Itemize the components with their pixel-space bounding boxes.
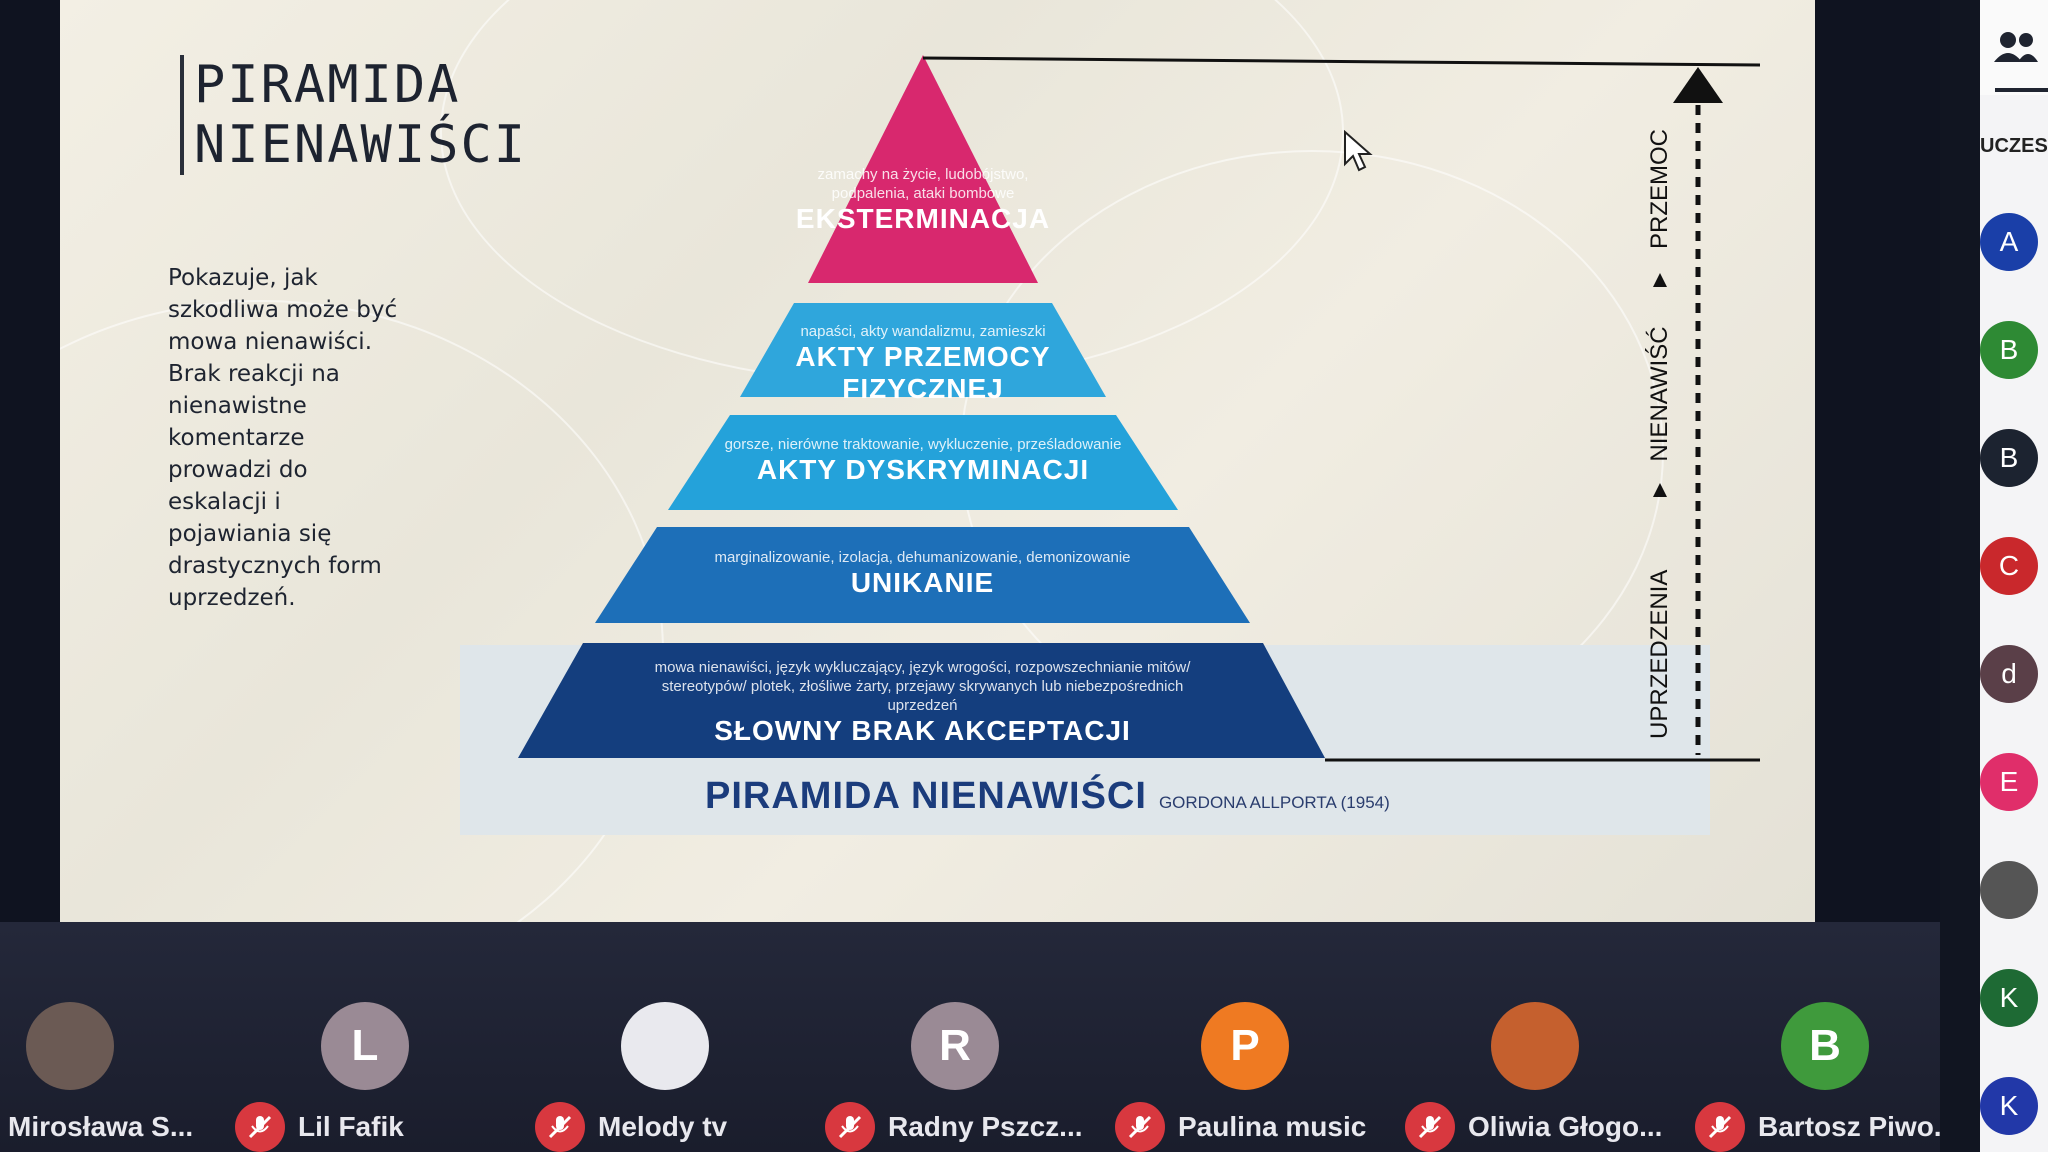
escalation-arrow-head — [1673, 67, 1723, 103]
pyramid-caption-author: GORDONA ALLPORTA (1954) — [1158, 793, 1390, 812]
participant-list-avatar[interactable]: K — [1980, 1077, 2038, 1135]
active-tab-indicator — [1995, 88, 2048, 92]
participant-avatar: P — [1201, 1002, 1289, 1090]
tier-shape-dyskryminacja — [668, 415, 1178, 510]
tier-name: AKTY DYSKRYMINACJI — [756, 454, 1090, 485]
participant-avatar: L — [321, 1002, 409, 1090]
tier-shape-unikanie — [595, 527, 1250, 623]
tier-unikanie: marginalizowanie, izolacja, dehumanizowa… — [595, 548, 1250, 599]
participant-tile[interactable]: P Paulina music — [1100, 922, 1380, 1152]
participant-name: Mirosława S... — [8, 1111, 194, 1142]
axis-label-przemoc: PRZEMOC — [1646, 129, 1673, 249]
tier-shape-przemoc — [740, 303, 1106, 397]
tier-shape-slowny — [518, 643, 1325, 758]
tier-sub: napaści, akty wandalizmu, zamieszki — [800, 323, 1046, 340]
muted-mic-icon — [1405, 1102, 1455, 1152]
participant-tile[interactable]: L Lil Fafik — [220, 922, 500, 1152]
slide-description: Pokazuje, jak szkodliwa może być mowa ni… — [168, 265, 398, 611]
participant-list-avatar[interactable]: B — [1980, 321, 2038, 379]
tier-sub: marginalizowanie, izolacja, dehumanizowa… — [714, 549, 1131, 566]
participant-avatar: R — [911, 1002, 999, 1090]
tier-slowny: mowa nienawiści, język wykluczający, jęz… — [630, 658, 1215, 747]
participant-avatar: B — [1781, 1002, 1869, 1090]
participant-list-avatar[interactable]: A — [1980, 213, 2038, 271]
pyramid-shapes — [518, 55, 1761, 762]
participant-name: Melody tv — [598, 1111, 728, 1142]
participant-tile[interactable]: Oliwia Głogo... — [1390, 922, 1670, 1152]
pyramid-caption-title: PIRAMIDA NIENAWIŚCI — [705, 775, 1147, 817]
tier-name: AKTY PRZEMOCY FIZYCZNEJ — [795, 341, 1051, 404]
tier-name: UNIKANIE — [850, 567, 995, 598]
tier-sub: mowa nienawiści, język wykluczający, jęz… — [654, 659, 1191, 714]
muted-mic-icon — [535, 1102, 585, 1152]
participant-name: Paulina music — [1178, 1111, 1367, 1142]
tier-eksterminacja: zamachy na życie, ludobójstwo, podpaleni… — [788, 165, 1058, 235]
tier-shape-eksterminacja — [808, 55, 1038, 283]
slide-title: PIRAMIDA NIENAWIŚCI — [180, 55, 527, 175]
participant-name: Lil Fafik — [298, 1111, 404, 1142]
participant-name: Oliwia Głogo... — [1468, 1111, 1663, 1142]
tier-dyskryminacja: gorsze, nierówne traktowanie, wykluczeni… — [668, 435, 1178, 486]
axis-marker — [1653, 273, 1667, 287]
tier-przemoc: napaści, akty wandalizmu, zamieszki AKTY… — [740, 322, 1106, 405]
muted-mic-icon — [1695, 1102, 1745, 1152]
participant-avatar — [1491, 1002, 1579, 1090]
hate-pyramid: zamachy na życie, ludobójstwo, podpaleni… — [460, 55, 1790, 835]
mouse-pointer-icon — [1344, 130, 1373, 172]
pyramid-caption: PIRAMIDA NIENAWIŚCI GORDONA ALLPORTA (195… — [705, 775, 1390, 818]
axis-label-nienawisc: NIENAWIŚĆ — [1646, 326, 1673, 462]
participant-list-avatar[interactable]: C — [1980, 537, 2038, 595]
participant-tile[interactable]: R Radny Pszcz... — [810, 922, 1090, 1152]
tier-name: EKSTERMINACJA — [795, 203, 1051, 234]
participant-name: Radny Pszcz... — [888, 1111, 1083, 1142]
participant-list-avatar[interactable]: d — [1980, 645, 2038, 703]
top-line — [922, 56, 1761, 67]
participant-list-avatar[interactable]: E — [1980, 753, 2038, 811]
people-icon — [1994, 32, 2038, 62]
participant-tile[interactable]: B Bartosz Piwo... — [1680, 922, 1960, 1152]
participant-list-avatar[interactable] — [1980, 861, 2038, 919]
participant-tile[interactable]: Mirosława S... — [0, 922, 280, 1152]
presentation-slide: PIRAMIDA NIENAWIŚCI Pokazuje, jak szkodl… — [60, 0, 1815, 922]
axis-label-uprzedzenia: UPRZEDZENIA — [1646, 569, 1673, 739]
muted-mic-icon — [1115, 1102, 1165, 1152]
participants-heading: UCZES — [1980, 135, 2048, 157]
tier-sub: gorsze, nierówne traktowanie, wykluczeni… — [724, 436, 1122, 453]
tier-sub: zamachy na życie, ludobójstwo, podpaleni… — [817, 166, 1029, 202]
muted-mic-icon — [235, 1102, 285, 1152]
participant-avatar — [621, 1002, 709, 1090]
participants-tab[interactable] — [1980, 0, 2048, 95]
axis-marker — [1653, 483, 1667, 497]
participant-tile[interactable]: Melody tv — [520, 922, 800, 1152]
muted-mic-icon — [825, 1102, 875, 1152]
participant-list-avatar[interactable]: B — [1980, 429, 2038, 487]
participant-avatar — [26, 1002, 114, 1090]
tier-name: SŁOWNY BRAK AKCEPTACJI — [714, 715, 1131, 746]
participant-name: Bartosz Piwo... — [1758, 1111, 1958, 1142]
participant-list-avatar[interactable]: K — [1980, 969, 2038, 1027]
